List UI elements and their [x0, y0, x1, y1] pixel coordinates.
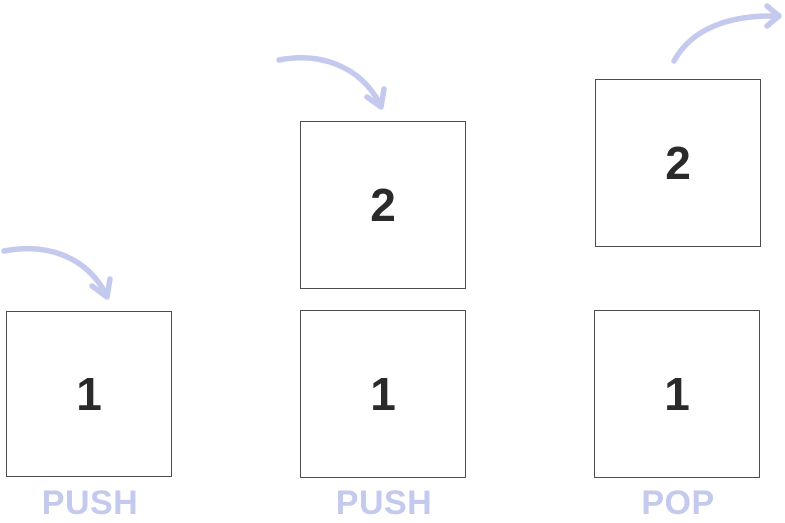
operation-label-push: PUSH [335, 484, 433, 522]
stack-item-value: 2 [665, 137, 691, 189]
stack-item-2-popped: 2 [595, 79, 761, 247]
stack-item-2: 2 [300, 121, 466, 289]
stack-item-value: 1 [370, 368, 396, 420]
push-arrow-2-icon [276, 55, 387, 110]
stack-item-value: 1 [664, 368, 690, 420]
stack-item-1: 1 [594, 310, 760, 478]
operation-label-push: PUSH [41, 484, 139, 522]
pop-arrow-icon [671, 3, 782, 64]
operation-label-pop: POP [641, 484, 715, 522]
stack-item-value: 2 [370, 179, 396, 231]
push-arrow-1-icon [1, 245, 113, 300]
stack-item-value: 1 [76, 368, 102, 420]
stack-item-1: 1 [6, 311, 172, 477]
stack-item-1: 1 [300, 310, 466, 478]
